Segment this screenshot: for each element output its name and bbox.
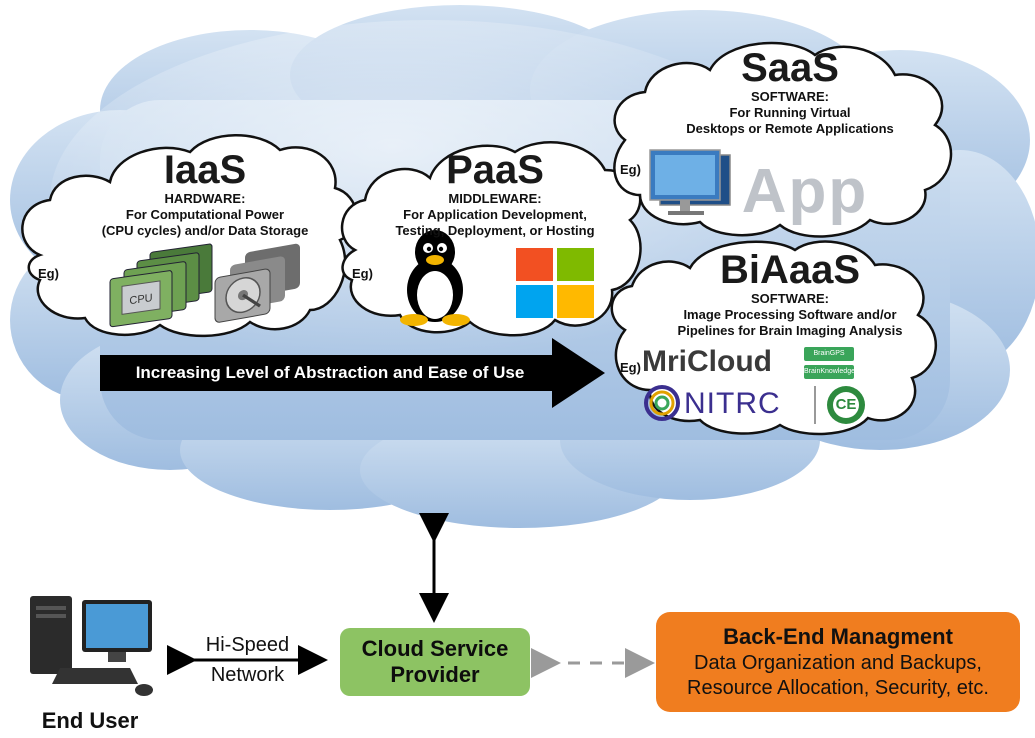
mricloud-logo-text: MriCloud — [642, 345, 772, 378]
network-label-line2: Network — [210, 664, 285, 686]
cpu-chips-icon: CPU — [109, 243, 213, 328]
ce-logo-text: CE — [835, 396, 857, 413]
backend-title: Back-End Managment — [723, 624, 953, 649]
paas-desc-line2: Testing, Deployment, or Hosting — [395, 223, 595, 238]
saas-title: SaaS — [741, 46, 839, 90]
virtual-desktop-monitors-icon — [649, 149, 731, 215]
brainknowledge-badge: BrainKnowledge — [804, 365, 855, 379]
provider-line1: Cloud Service — [361, 636, 509, 661]
biaaas-category: SOFTWARE: — [751, 291, 829, 306]
backend-management-box: Back-End Managment Data Organization and… — [656, 612, 1020, 712]
iaas-category: HARDWARE: — [164, 191, 246, 206]
saas-desc-line1: For Running Virtual — [729, 105, 851, 120]
windows-logo-icon — [516, 248, 594, 318]
desktop-computer-icon — [30, 596, 153, 696]
iaas-desc-line1: For Computational Power — [125, 207, 285, 222]
saas-eg-label: Eg) — [620, 162, 641, 177]
paas-category: MIDDLEWARE: — [448, 191, 542, 206]
biaaas-cloud — [610, 240, 938, 436]
cloud-service-provider-box: Cloud Service Provider — [340, 628, 530, 696]
nitrc-logo-text: NITRC — [684, 387, 781, 420]
paas-desc-line1: For Application Development, — [403, 207, 587, 222]
backend-line1: Data Organization and Backups, — [694, 652, 982, 674]
abstraction-arrow-shape — [100, 338, 605, 408]
hard-drives-icon — [214, 243, 300, 323]
biaaas-eg-label: Eg) — [620, 360, 641, 375]
paas-title: PaaS — [446, 148, 544, 192]
iaas-desc-line2: (CPU cycles) and/or Data Storage — [101, 223, 309, 238]
abstraction-arrow-label: Increasing Level of Abstraction and Ease… — [135, 363, 525, 382]
biaaas-title: BiAaaS — [719, 248, 861, 292]
network-label-line1: Hi-Speed — [205, 634, 290, 656]
backend-line2: Resource Allocation, Security, etc. — [687, 677, 989, 699]
biaaas-desc-line1: Image Processing Software and/or — [683, 307, 897, 322]
provider-line2: Provider — [390, 662, 480, 687]
paas-eg-label: Eg) — [352, 266, 373, 281]
iaas-eg-label: Eg) — [38, 266, 59, 281]
ce-logo-icon — [827, 386, 865, 424]
saas-category: SOFTWARE: — [751, 89, 829, 104]
saas-desc-line2: Desktops or Remote Applications — [686, 121, 894, 136]
biaaas-desc-line2: Pipelines for Brain Imaging Analysis — [677, 323, 903, 338]
linux-penguin-icon — [400, 230, 470, 326]
svg-text:App: App — [742, 157, 869, 226]
braingps-badge: BrainGPS — [804, 347, 854, 361]
svg-text:CPU: CPU — [129, 292, 152, 307]
nitrc-swirl-icon — [644, 385, 680, 421]
end-user-label: End User — [41, 708, 139, 733]
app-mosaic-icon: App — [742, 157, 869, 226]
iaas-title: IaaS — [163, 148, 247, 192]
